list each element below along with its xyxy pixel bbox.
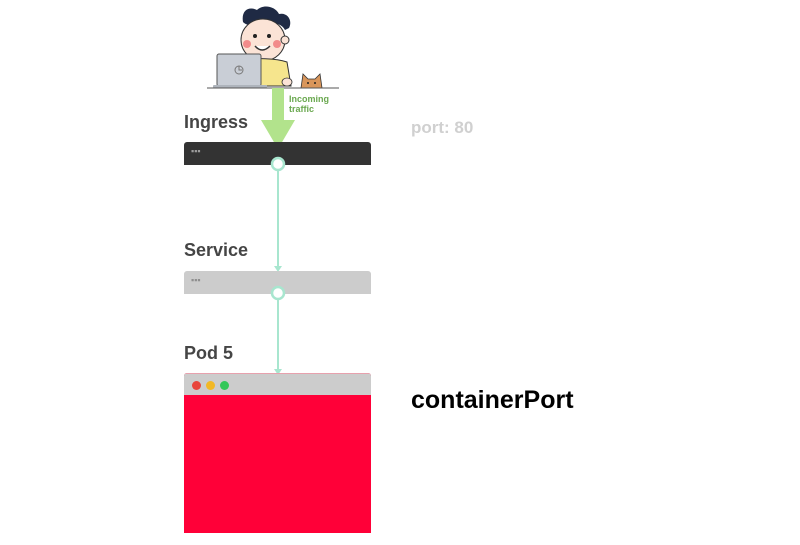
laptop-icon: [213, 53, 267, 88]
close-dot-icon: [192, 381, 201, 390]
traffic-arrow-icon: [261, 88, 295, 149]
maximize-dot-icon: [220, 381, 229, 390]
ingress-label: Ingress: [184, 112, 249, 132]
ingress-bar: ▪▪▪: [184, 142, 371, 165]
service-label: Service: [184, 240, 249, 260]
minimize-dot-icon: [206, 381, 215, 390]
container-port-label: containerPort: [411, 386, 574, 414]
service-node: [270, 285, 286, 301]
pod-titlebar: [184, 373, 371, 395]
pod-arrow-head: [274, 369, 282, 375]
incoming-traffic-label: Incoming traffic: [289, 94, 329, 114]
port-label: port: 80: [411, 118, 474, 137]
developer-illustration: [207, 6, 339, 89]
pod-window: [184, 373, 371, 533]
service-arrow-head: [274, 266, 282, 272]
window-dots-icon: ▪▪▪: [191, 146, 201, 156]
window-dots-icon: ▪▪▪: [191, 275, 201, 285]
ingress-node: [270, 156, 286, 172]
pod-label: Pod 5: [184, 343, 234, 363]
service-bar: ▪▪▪: [184, 271, 371, 294]
